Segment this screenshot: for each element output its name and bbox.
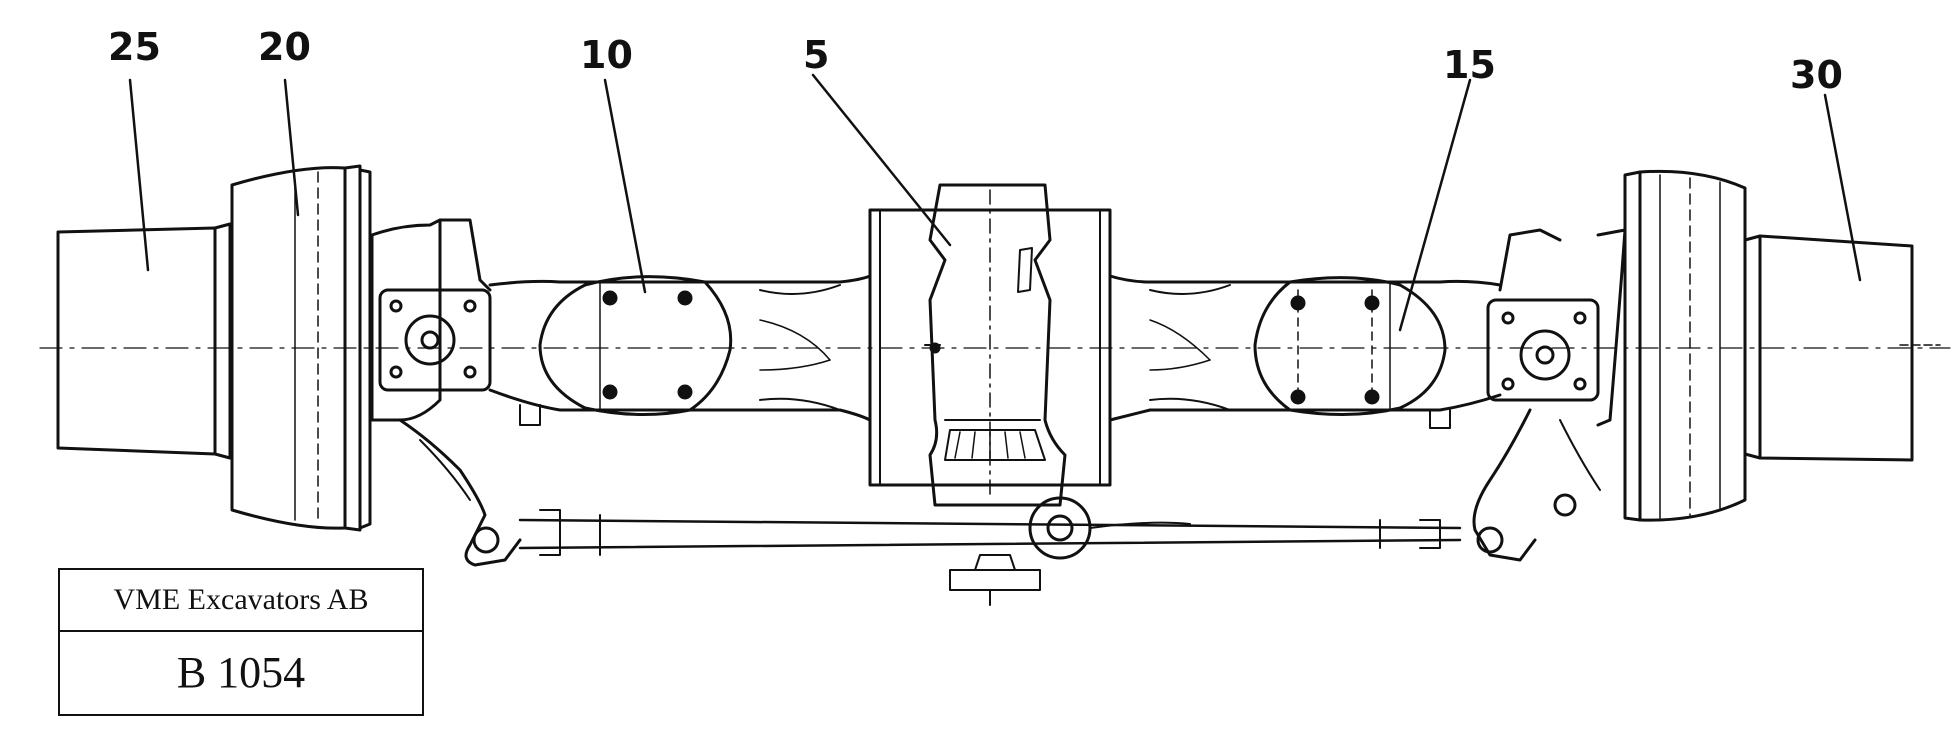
callout-5: 5 <box>803 33 829 77</box>
left-brake-drum <box>230 164 372 532</box>
right-cover-plate <box>1253 276 1447 417</box>
callout-10: 10 <box>580 33 633 77</box>
lower-fittings <box>519 404 1451 606</box>
title-block: VME Excavators AB B 1054 <box>58 568 424 716</box>
right-hub-cap <box>1743 234 1941 462</box>
leader-lines <box>128 73 1862 332</box>
callout-15: 15 <box>1443 43 1496 87</box>
callout-labels: 25 20 10 5 15 30 <box>108 25 1843 97</box>
callout-20: 20 <box>258 25 311 69</box>
center-differential-housing <box>868 183 1112 507</box>
left-steering-knuckle <box>370 218 522 567</box>
company-name: VME Excavators AB <box>60 570 422 632</box>
right-brake-drum <box>1623 169 1747 522</box>
callout-25: 25 <box>108 25 161 69</box>
left-cover-plate <box>538 275 733 417</box>
left-hub-cap <box>56 222 232 460</box>
drawing-number: B 1054 <box>176 648 306 697</box>
left-axle-beam <box>488 274 872 422</box>
tie-rod <box>472 493 1577 560</box>
callout-30: 30 <box>1790 53 1843 97</box>
right-steering-knuckle <box>1472 228 1627 562</box>
